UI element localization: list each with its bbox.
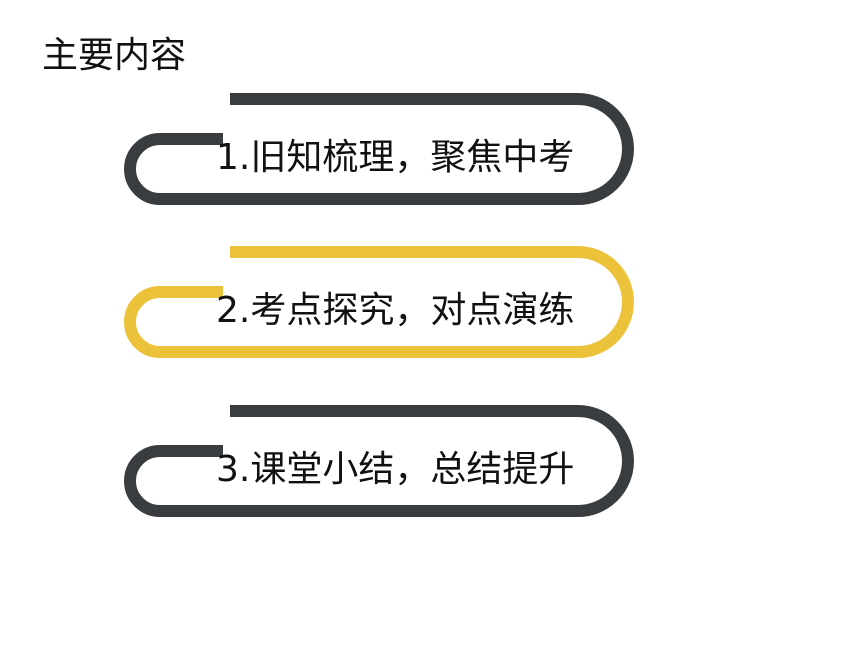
bracket-tip [230, 246, 240, 258]
menu-item-2[interactable]: 2.考点探究，对点演练 [108, 245, 638, 360]
bracket-frame [124, 93, 634, 205]
bracket-tip [230, 93, 240, 105]
menu-item-1[interactable]: 1.旧知梳理，聚焦中考 [108, 92, 638, 207]
menu-item-label: 2.考点探究，对点演练 [216, 290, 575, 331]
page-title: 主要内容 [42, 35, 187, 76]
bracket-bottom-arc [124, 286, 223, 358]
bracket-bottom-arc [124, 445, 223, 517]
menu-item-label: 3.课堂小结，总结提升 [216, 449, 575, 490]
menu-item-label: 1.旧知梳理，聚焦中考 [216, 137, 575, 178]
bracket-top-arc [160, 246, 634, 358]
bracket-frame [124, 246, 634, 358]
bracket-bottom-arc [124, 133, 223, 205]
menu-item-3[interactable]: 3.课堂小结，总结提升 [108, 404, 638, 519]
bracket-frame [124, 405, 634, 517]
bracket-top-arc [160, 93, 634, 205]
bracket-top-arc [160, 405, 634, 517]
bracket-tip [230, 405, 240, 417]
